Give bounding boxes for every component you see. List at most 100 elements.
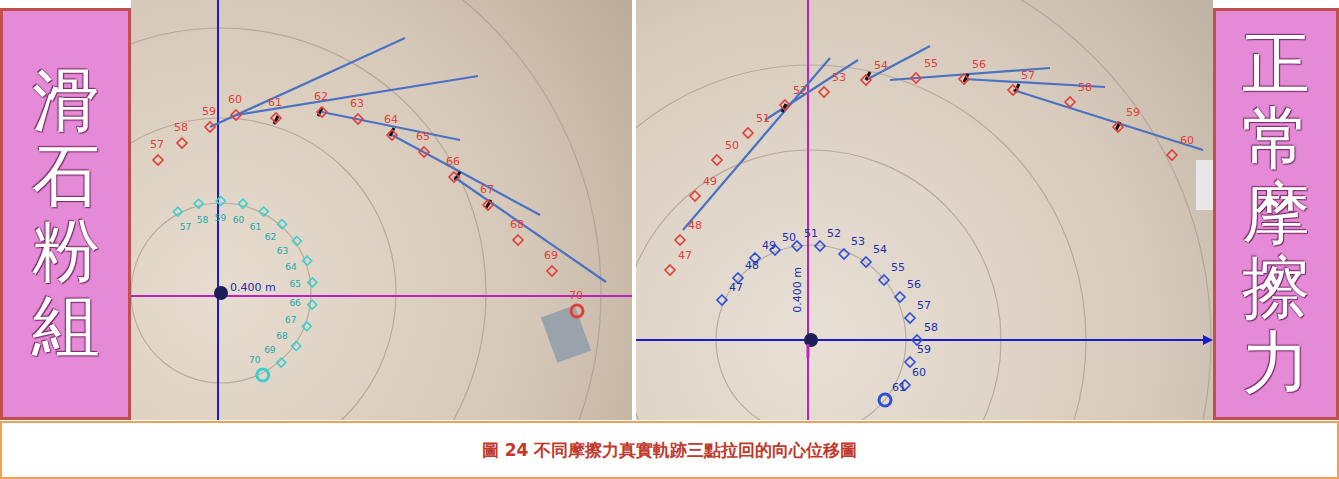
trajectory-point <box>1113 122 1123 132</box>
trajectory-point <box>292 236 301 245</box>
trajectory-point <box>665 265 675 275</box>
trajectory-point <box>717 295 727 305</box>
right-photo <box>636 0 1213 420</box>
frame-number: 55 <box>924 58 938 70</box>
trajectory-point <box>194 199 203 208</box>
trajectory-point <box>308 278 317 287</box>
frame-number: 62 <box>265 231 276 243</box>
trajectory-point <box>879 275 889 285</box>
frame-number: 53 <box>851 236 865 248</box>
trajectory-point <box>712 155 722 165</box>
trajectory-point <box>547 266 557 276</box>
scale-label: 0.400 m <box>230 282 276 294</box>
trajectory-point <box>911 73 921 83</box>
frame-number: 58 <box>197 214 208 226</box>
end-point <box>257 369 269 381</box>
trajectory-point <box>259 207 268 216</box>
frame-number: 58 <box>1078 82 1092 94</box>
trajectory-point <box>173 207 182 216</box>
trajectory-point <box>308 300 317 309</box>
frame-number: 53 <box>832 72 846 84</box>
frame-number: 67 <box>285 314 296 326</box>
trajectory-point <box>205 122 215 132</box>
trajectory-point <box>302 322 311 331</box>
trajectory-point <box>278 220 287 229</box>
trajectory-point <box>905 313 915 323</box>
trajectory-point <box>231 110 241 120</box>
frame-number: 61 <box>268 97 282 109</box>
frame-number: 48 <box>745 260 759 272</box>
frame-number: 61 <box>892 382 906 394</box>
trajectory-point <box>483 200 493 210</box>
frame-number: 62 <box>314 91 328 103</box>
frame-number: 56 <box>907 279 921 291</box>
end-point <box>571 305 583 317</box>
frame-number: 58 <box>924 322 938 334</box>
frame-number: 59 <box>917 344 931 356</box>
trajectory-point <box>419 147 429 157</box>
trajectory-point <box>861 75 871 85</box>
trajectory-point <box>690 191 700 201</box>
trajectory-point <box>317 107 327 117</box>
frame-number: 60 <box>1180 135 1194 147</box>
trajectory-point <box>449 172 459 182</box>
frame-number: 54 <box>874 60 888 72</box>
frame-number: 64 <box>285 261 296 273</box>
frame-number: 70 <box>249 354 260 366</box>
trajectory-point <box>513 235 523 245</box>
frame-number: 61 <box>250 221 261 233</box>
frame-number: 55 <box>891 262 905 274</box>
trajectory-point <box>387 130 397 140</box>
end-point <box>879 394 891 406</box>
frame-number: 63 <box>277 245 288 257</box>
left-photo <box>131 0 632 420</box>
frame-number: 68 <box>276 330 287 342</box>
frame-number: 52 <box>793 85 807 97</box>
frame-number: 66 <box>289 297 300 309</box>
frame-number: 57 <box>150 139 164 151</box>
trajectory-point <box>959 74 969 84</box>
trajectory-point <box>819 87 829 97</box>
trajectory-point <box>216 197 225 206</box>
frame-number: 48 <box>688 220 702 232</box>
trajectory-point <box>1167 150 1177 160</box>
caption-box: 圖 24 不同摩擦力真實軌跡三點拉回的向心位移圖 <box>0 421 1339 479</box>
frame-number: 60 <box>912 367 926 379</box>
frame-number: 57 <box>917 300 931 312</box>
trajectory-point <box>1008 85 1018 95</box>
trajectory-point <box>292 341 301 350</box>
frame-number: 47 <box>678 250 692 262</box>
trajectory-point <box>839 249 849 259</box>
frame-number: 68 <box>510 219 524 231</box>
panel-title: 滑石粉組 <box>32 64 100 363</box>
trajectory-point <box>815 241 825 251</box>
trajectory-markers <box>153 73 1177 406</box>
trajectory-point <box>780 100 790 110</box>
frame-number: 69 <box>544 250 558 262</box>
trajectory-point <box>353 114 363 124</box>
frame-number: 59 <box>215 212 226 224</box>
frame-number: 49 <box>762 240 776 252</box>
frame-number: 47 <box>729 282 743 294</box>
frame-number: 54 <box>873 244 887 256</box>
trajectory-point <box>1065 97 1075 107</box>
frame-number: 58 <box>174 122 188 134</box>
frame-number: 65 <box>416 131 430 143</box>
trajectory-point <box>743 128 753 138</box>
frame-number: 70 <box>569 290 583 302</box>
trajectory-point <box>675 235 685 245</box>
trajectory-point <box>895 292 905 302</box>
trajectory-point <box>238 199 247 208</box>
trajectory-point <box>861 257 871 267</box>
frame-number: 60 <box>233 214 244 226</box>
frame-number: 49 <box>703 176 717 188</box>
frame-number: 50 <box>782 232 796 244</box>
frame-number: 69 <box>264 344 275 356</box>
frame-number: 51 <box>804 228 818 240</box>
figure-caption: 圖 24 不同摩擦力真實軌跡三點拉回的向心位移圖 <box>482 439 858 462</box>
frame-number: 50 <box>725 140 739 152</box>
frame-number: 57 <box>1021 70 1035 82</box>
trajectory-point <box>905 357 915 367</box>
frame-number: 51 <box>756 113 770 125</box>
